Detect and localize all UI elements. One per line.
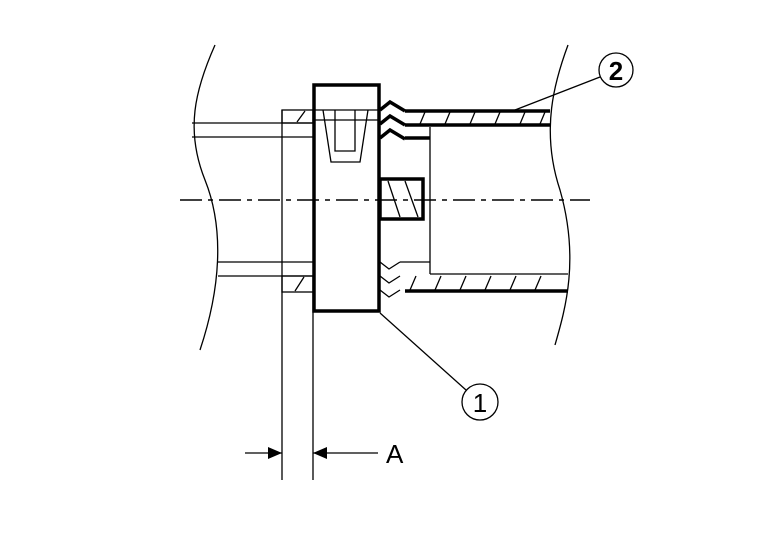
callout-1: 1 — [379, 312, 499, 421]
callout-1-label: 1 — [473, 388, 487, 418]
callout-2: 2 — [514, 52, 634, 111]
clamp — [312, 83, 381, 313]
arrow-right-icon — [268, 447, 282, 459]
callout-2-label: 2 — [609, 56, 623, 86]
dimension-a: A — [245, 439, 404, 469]
right-pipe — [378, 99, 568, 298]
arrow-left-icon — [313, 447, 327, 459]
dimension-label: A — [386, 439, 404, 469]
break-lines — [193, 44, 571, 351]
left-pipe — [192, 109, 314, 480]
clamp-screw — [378, 177, 425, 221]
